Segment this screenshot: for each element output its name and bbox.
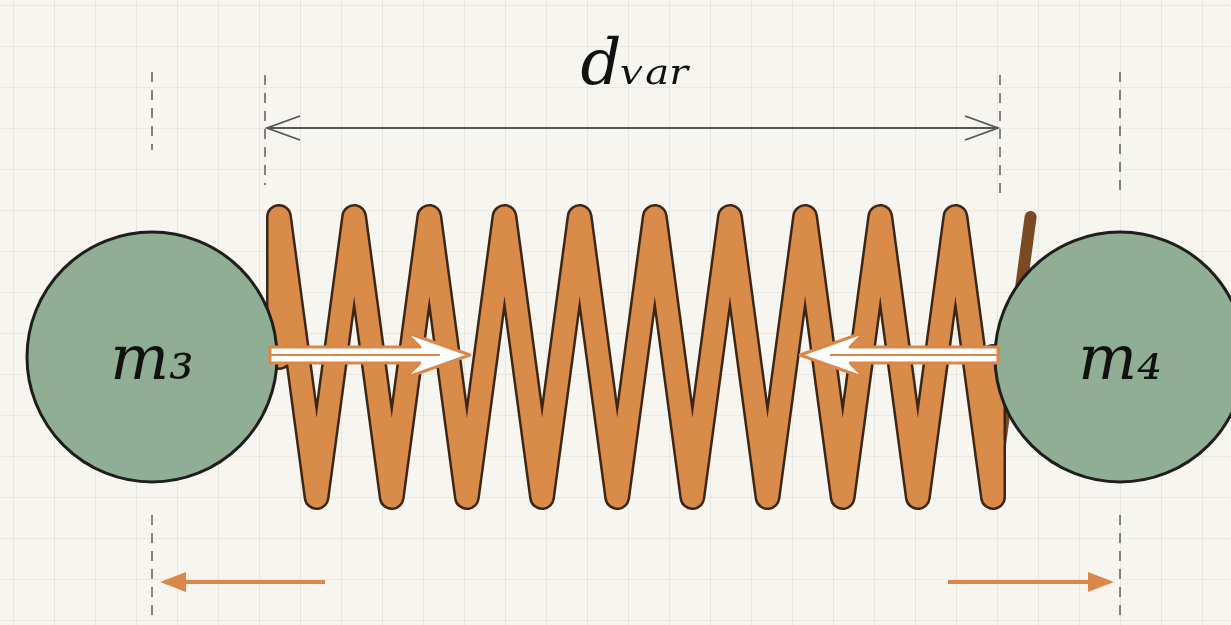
force-arrow (270, 332, 470, 378)
mass-circle: m₄ (993, 230, 1231, 484)
compression-arrow (800, 332, 998, 378)
motion-arrow (180, 580, 325, 584)
spring-connector (279, 217, 993, 497)
motion-arrow (948, 580, 1092, 584)
arrowhead (160, 572, 186, 592)
dimension-label: dᵥₐᵣ (580, 25, 691, 99)
guide-line (151, 515, 153, 620)
mass-label: m₄ (1078, 321, 1162, 394)
guide-line (1119, 515, 1121, 620)
dimension-line (267, 127, 998, 129)
spring-back-coils (317, 217, 1031, 497)
mass-body (995, 232, 1231, 482)
mass-label: m₃ (110, 321, 194, 394)
guide-line (999, 75, 1001, 195)
force-arrow (800, 332, 998, 378)
dimension-arrow (267, 116, 998, 140)
spring-outline (279, 217, 993, 497)
mass-circle: m₃ (25, 230, 279, 484)
motion-arrows (160, 572, 1114, 592)
guide-lines (152, 72, 1120, 620)
arrowhead (965, 116, 998, 140)
arrow-stripe (830, 354, 998, 356)
arrowhead (1088, 572, 1114, 592)
spring (279, 217, 1031, 497)
guide-line (1119, 72, 1121, 195)
mass-body (27, 232, 277, 482)
arrow-stripe (270, 354, 440, 356)
arrowhead (267, 116, 300, 140)
guide-line (151, 72, 153, 150)
compression-arrow (270, 332, 470, 378)
guide-line (264, 75, 266, 185)
